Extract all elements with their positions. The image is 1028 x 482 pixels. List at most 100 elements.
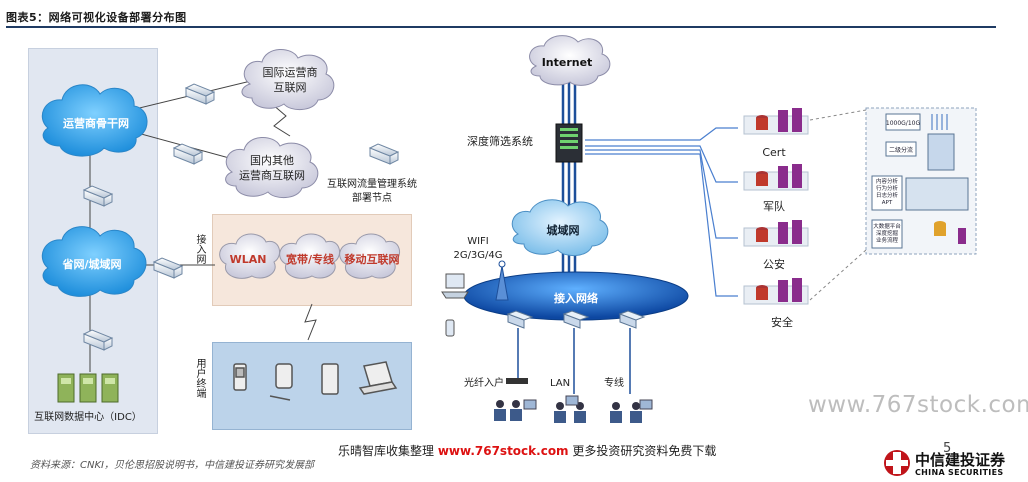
mobile-devices <box>441 273 469 337</box>
internet-label: Internet <box>542 56 593 69</box>
agency-military-label: 军队 <box>763 199 785 213</box>
wifi-label: WIFI <box>467 236 489 247</box>
endpoint-labels: 光纤入户 LAN 专线 <box>464 376 624 389</box>
database-icon <box>934 221 946 236</box>
database-icon <box>756 115 768 130</box>
filter-system-icon <box>555 123 583 163</box>
watermark-suffix: 更多投资研究资料免费下载 <box>568 444 717 458</box>
agency-police-label: 公安 <box>763 257 785 271</box>
database-icon <box>756 171 768 186</box>
mobile-internet-label: 移动互联网 <box>345 252 400 266</box>
agency-security-label: 安全 <box>771 315 793 329</box>
idc-servers <box>57 373 119 403</box>
server-icon <box>958 228 966 244</box>
intl-label-2: 互联网 <box>274 81 307 94</box>
agency-police: 公安 <box>743 220 809 271</box>
detail-log: 日志分析 <box>876 191 899 199</box>
server-icon <box>57 373 75 403</box>
detail-bandwidth: 1000G/10G <box>886 120 921 127</box>
agency-cert-label: Cert <box>762 146 786 159</box>
tablet-icon <box>321 363 339 395</box>
internet-cloud: Internet <box>529 35 611 86</box>
bottom-watermark: 乐晴智库收集整理 www.767stock.com 更多投资研究资料免费下载 <box>338 442 716 459</box>
source-note: 资料来源：CNKI，贝伦思招股说明书，中信建投证券研究发展部 <box>30 460 314 471</box>
detail-apt: APT <box>882 200 893 206</box>
modem-icon <box>506 378 528 384</box>
users-icon <box>494 399 537 421</box>
metro-label: 城域网 <box>547 223 580 237</box>
switch-icon <box>562 310 590 329</box>
logo-english: CHINA SECURITIES <box>915 468 1004 477</box>
detail-bigdata: 大数据平台 <box>873 222 901 230</box>
agency-links <box>585 127 738 297</box>
wireless-tower-icon <box>495 260 509 301</box>
switch-icon <box>618 310 646 329</box>
agency-cert: Cert <box>743 108 809 159</box>
server-icon <box>778 220 802 244</box>
cellular-label: 2G/3G/4G <box>453 250 502 261</box>
detail-content: 内容分析 <box>876 177 899 185</box>
access-switches <box>506 310 646 329</box>
traffic-device-icon <box>82 185 114 207</box>
database-icon <box>756 285 768 300</box>
access-label: 接入网络 <box>554 291 598 305</box>
title-divider <box>6 26 996 28</box>
broadband-cloud: 宽带/专线 <box>279 233 341 279</box>
traffic-device-icon <box>184 83 216 105</box>
endpoint-user-groups <box>494 378 653 423</box>
page-number: 5 <box>943 441 952 456</box>
metro-cloud: 城域网 <box>511 199 609 256</box>
detail-split: 二级分流 <box>889 146 913 154</box>
detail-panel: 1000G/10G 二级分流 内容分析 行为分析 日志分析 APT 大数据平台 … <box>865 107 977 255</box>
agency-security: 安全 <box>743 278 809 329</box>
idc-label: 互联网数据中心（IDC） <box>34 410 142 423</box>
inbound-arrows <box>931 114 948 130</box>
domestic-cloud: 国内其他 运营商互联网 <box>225 137 319 198</box>
backbone-label: 运营商骨干网 <box>63 116 129 130</box>
server-icon <box>79 373 97 403</box>
access-network-label: 接入网 <box>194 234 205 264</box>
mgmt-label-2: 部署节点 <box>352 191 392 204</box>
server-icon <box>778 278 802 302</box>
watermark-prefix: 乐晴智库收集整理 <box>338 444 438 458</box>
mgmt-label-1: 互联网流量管理系统 <box>327 177 417 190</box>
traffic-device-icon <box>82 329 114 351</box>
detail-flow: 业务流程 <box>876 236 899 244</box>
watermark-url: www.767stock.com <box>437 444 569 458</box>
users-icon <box>554 395 586 423</box>
backbone-cloud: 运营商骨干网 <box>41 84 148 157</box>
laptop-icon <box>358 361 398 395</box>
wlan-label: WLAN <box>230 253 267 266</box>
users-icon <box>610 399 653 423</box>
leased-line-label: 专线 <box>604 376 624 389</box>
figure-title: 图表5：网络可视化设备部署分布图 <box>6 11 187 24</box>
wifi-labels: WIFI 2G/3G/4G <box>453 236 502 261</box>
domestic-label-2: 运营商互联网 <box>239 168 305 182</box>
switch-icon <box>506 310 534 329</box>
user-terminal-label: 用户终端 <box>194 358 205 398</box>
phone-icon <box>445 319 455 337</box>
intl-label-1: 国际运营商 <box>263 65 318 79</box>
logo-chinese: 中信建投证券 <box>915 451 1006 469</box>
lan-label: LAN <box>550 378 570 389</box>
province-cloud: 省网/城域网 <box>41 226 147 297</box>
server-icon <box>101 373 119 403</box>
phone-icon <box>233 363 247 391</box>
detail-behavior: 行为分析 <box>876 184 899 192</box>
server-icon <box>778 108 802 132</box>
fiber-label: 光纤入户 <box>464 376 504 389</box>
server-icon <box>778 164 802 188</box>
mobile-internet-cloud: 移动互联网 <box>339 233 401 279</box>
intl-cloud: 国际运营商 互联网 <box>241 49 335 110</box>
right-watermark: www.767stock.com <box>808 392 1028 418</box>
endpoint-links <box>517 328 631 394</box>
pda-icon <box>269 363 293 401</box>
traffic-device-icon <box>152 257 184 279</box>
traffic-devices <box>82 83 400 351</box>
domestic-label-1: 国内其他 <box>250 153 294 167</box>
traffic-device-icon <box>172 143 204 165</box>
detail-mining: 深度挖掘 <box>876 229 899 237</box>
callout-lines <box>809 109 867 301</box>
agency-military: 军队 <box>743 164 809 213</box>
broadband-label: 宽带/专线 <box>285 252 334 266</box>
